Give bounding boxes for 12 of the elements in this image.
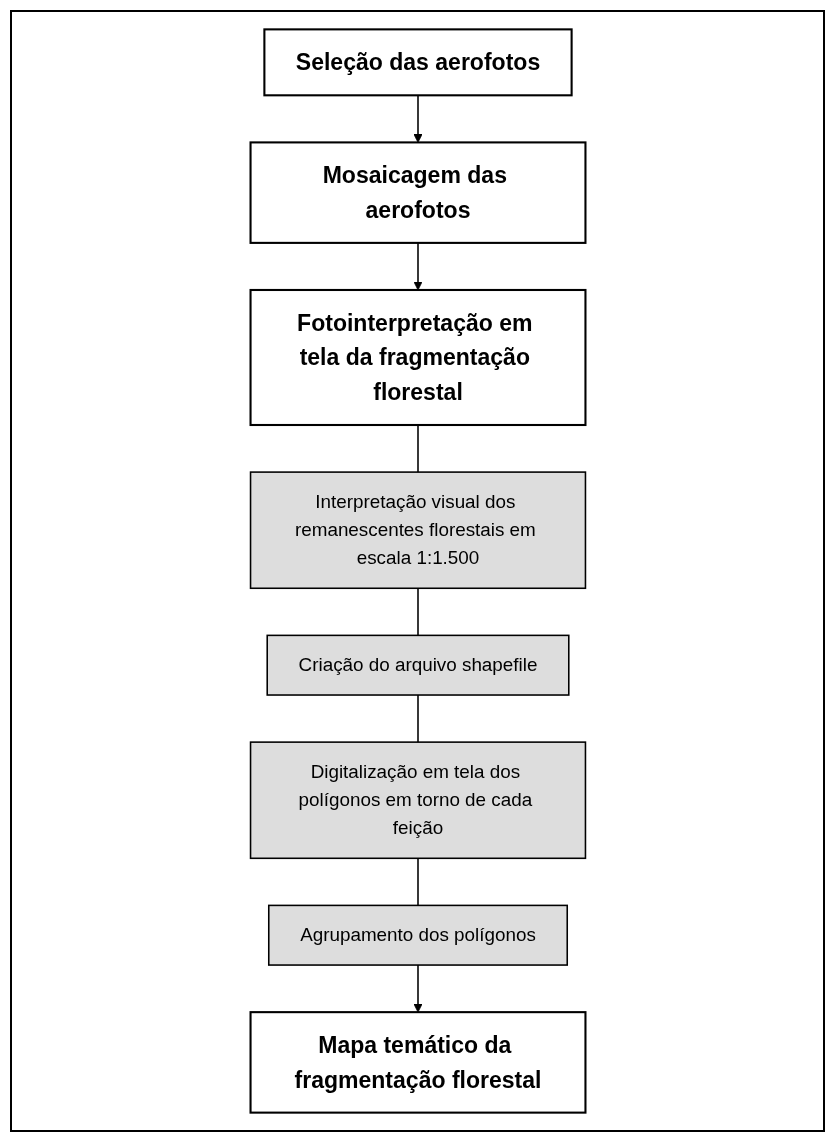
connector <box>416 857 419 907</box>
node-box: Fotointerpretação em tela da fragmentação florestal <box>249 288 586 427</box>
node-box: Digitalização em tela dos polígonos em torno de cada feição <box>249 741 586 860</box>
node-box: Mosaicagem das aerofotos <box>249 141 586 244</box>
node-box: Criação do arquivo shapefile <box>265 634 570 696</box>
arrow <box>412 964 423 1013</box>
node-box: Agrupamento dos polígonos <box>267 904 568 966</box>
node-box: Interpretação visual dos remanescentes florestais em escala 1:1.500 <box>249 471 586 590</box>
node-box: Mapa temático da fragmentação florestal <box>249 1011 586 1114</box>
connector <box>416 694 419 743</box>
node-box: Seleção das aerofotos <box>262 28 573 97</box>
connector <box>416 587 419 637</box>
